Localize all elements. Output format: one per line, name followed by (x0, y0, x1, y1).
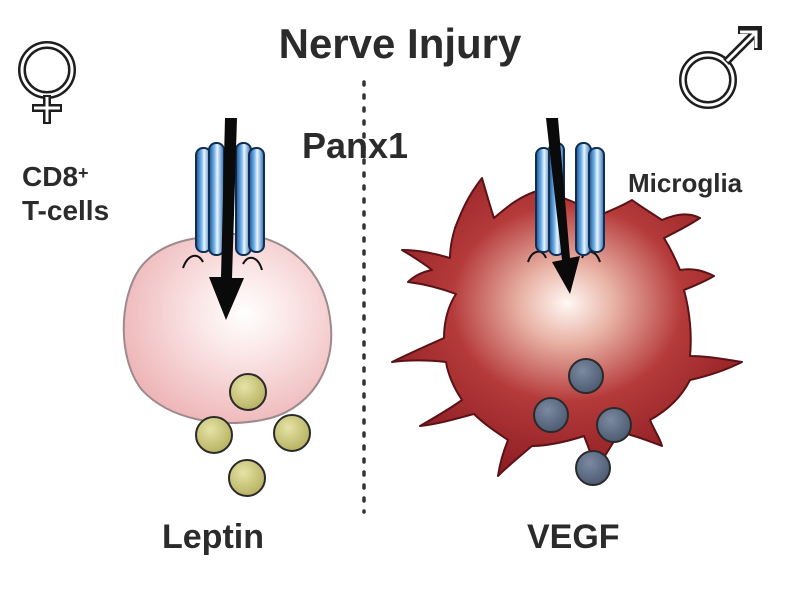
leptin-particle (229, 373, 267, 411)
leptin-particle (273, 414, 311, 452)
female-symbol-icon (18, 41, 76, 124)
leptin-particles (195, 373, 311, 497)
leptin-particle (228, 459, 266, 497)
vegf-particle (568, 358, 604, 394)
leptin-particle (195, 416, 233, 454)
t-cells-text: T-cells (22, 195, 110, 226)
cd8-text: CD8 (22, 161, 79, 192)
cd8-superscript: + (78, 163, 89, 183)
diagram-title: Nerve Injury (278, 20, 522, 67)
male-symbol-icon (679, 26, 762, 109)
vegf-particle (533, 397, 569, 433)
vegf-particle (575, 450, 611, 486)
vegf-particles (533, 358, 632, 486)
microglia-label: Microglia (628, 168, 743, 198)
vegf-particle (596, 407, 632, 443)
leptin-label: Leptin (162, 518, 264, 556)
arrow-down-icon (546, 118, 580, 294)
t-cells-label: CD8+ T-cells (22, 160, 109, 228)
panx1-label: Panx1 (302, 125, 409, 166)
arrow-down-icon (209, 118, 244, 320)
panx1-channel-tcell (182, 142, 265, 271)
vegf-label: VEGF (527, 518, 620, 556)
microglia-cell (391, 177, 743, 477)
